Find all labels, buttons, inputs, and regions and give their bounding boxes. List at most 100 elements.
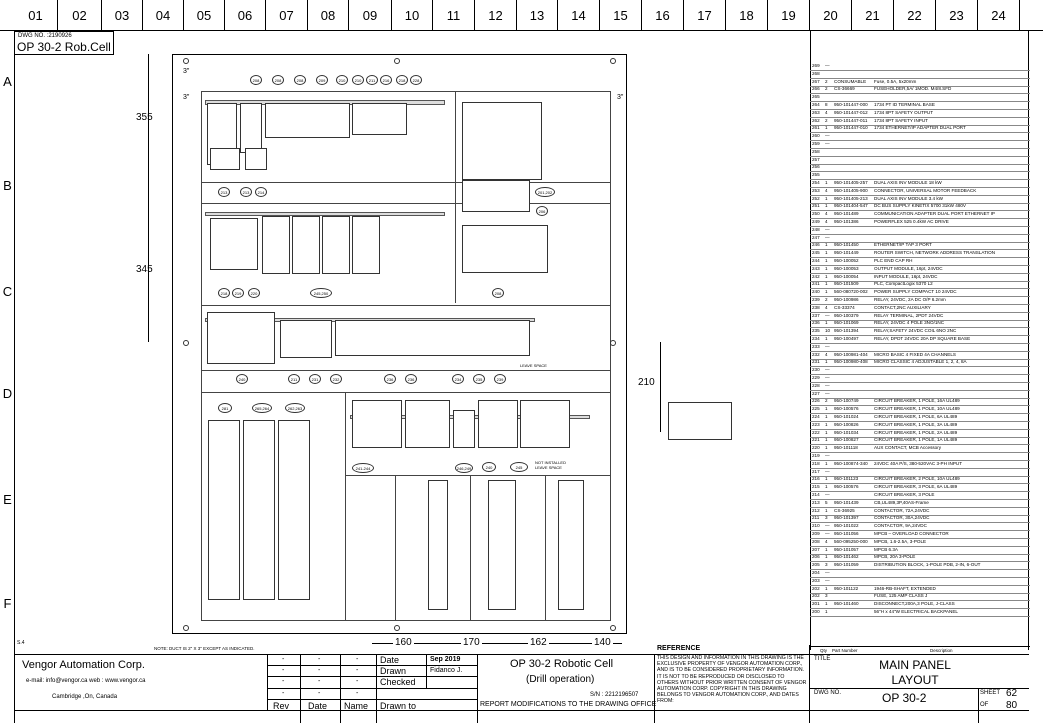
parts-qty: 1 bbox=[825, 125, 828, 131]
callout-bubble: 265,264 bbox=[252, 403, 272, 413]
callout-bubble: 220 bbox=[248, 288, 260, 298]
duct-v3 bbox=[545, 475, 546, 620]
parts-qty: 1 bbox=[825, 195, 828, 201]
title-line1: MAIN PANEL bbox=[879, 658, 951, 672]
parts-qty: 4 bbox=[825, 109, 828, 115]
parts-qty: 1 bbox=[825, 250, 828, 256]
column-label: 22 bbox=[894, 0, 936, 30]
parts-qty: — bbox=[825, 570, 830, 575]
parts-description: MICRO BASIC 4 FIXED 4A CHANNELS bbox=[874, 351, 956, 357]
parts-part-number: 950-101460 bbox=[834, 601, 859, 607]
parts-row: 268 bbox=[810, 70, 1030, 79]
parts-description: 56"H x 44"W ELECTRICAL BACKPANEL bbox=[874, 609, 958, 614]
parts-part-number: 950-100576 bbox=[834, 484, 859, 490]
callout-bubble: 246,249 bbox=[455, 463, 473, 473]
parts-qty: — bbox=[825, 453, 830, 458]
parts-item-number: 247 bbox=[812, 234, 820, 240]
project-title: OP 30-2 Robotic Cell bbox=[510, 658, 614, 670]
parts-item-number: 243 bbox=[812, 265, 820, 271]
column-label: 02 bbox=[58, 0, 102, 30]
parts-part-number: 950-100576 bbox=[834, 406, 859, 412]
note-3in-tr: 3" bbox=[617, 94, 624, 101]
parts-row: 259— bbox=[810, 140, 1030, 149]
duct-v1 bbox=[395, 475, 396, 620]
dwg-no-value: OP 30-2 bbox=[882, 691, 927, 705]
parts-header-qty: Qty bbox=[820, 648, 828, 653]
checked-label: Checked bbox=[380, 677, 416, 687]
parts-description: CIRCUIT BREAKER, 1 POLE, 6A UL489 bbox=[874, 414, 958, 419]
parts-item-number: 250 bbox=[812, 211, 820, 217]
parts-item-number: 203 bbox=[812, 577, 820, 583]
of-value: 80 bbox=[1006, 700, 1018, 711]
parts-part-number: CS-36925 bbox=[834, 507, 855, 513]
column-label: 13 bbox=[517, 0, 558, 30]
parts-part-number: 950-101069 bbox=[834, 320, 859, 326]
parts-description: PLC, CompactLogix 5370 L2 bbox=[874, 281, 933, 287]
dim-160: 160 bbox=[393, 637, 414, 648]
terminal-block-3 bbox=[558, 480, 584, 610]
parts-row: 217— bbox=[810, 468, 1030, 477]
parts-qty: 1 bbox=[825, 406, 828, 412]
parts-description: 1734 8PT SAFETY OUTPUT bbox=[874, 109, 934, 115]
column-label: 05 bbox=[184, 0, 225, 30]
parts-part-number: 950-101386 bbox=[834, 219, 859, 224]
parts-qty: 1 bbox=[825, 203, 828, 209]
page-ref: S.4 bbox=[17, 640, 25, 646]
parts-description: 1734 8PT SAFETY INPUT bbox=[874, 117, 928, 123]
powerflex-drive-1 bbox=[262, 216, 290, 274]
router-switch bbox=[478, 400, 518, 448]
parts-part-number: 950-100874-340 bbox=[834, 460, 868, 466]
rev-dash: - bbox=[282, 678, 285, 685]
parts-qty: — bbox=[825, 133, 830, 139]
parts-qty: 3 bbox=[825, 515, 828, 521]
parts-part-number: 950-101405-900 bbox=[834, 187, 868, 193]
parts-part-number: 950-100497 bbox=[834, 336, 859, 341]
parts-qty: — bbox=[825, 531, 830, 536]
parts-item-number: 254 bbox=[812, 180, 820, 185]
parts-description: MICRO CLASSIC 4 ADJUSTABLE 1, 2, 4, 8A bbox=[874, 359, 967, 365]
reference-block: REFERENCE THIS DESIGN AND INFORMATION IN… bbox=[655, 645, 810, 723]
column-label: 17 bbox=[684, 0, 726, 30]
parts-part-number: 950-101118 bbox=[834, 445, 858, 451]
callout-bubble: 208 bbox=[492, 288, 504, 298]
parts-description: FUSE, 125 AMP CLASS J bbox=[874, 593, 928, 599]
terminal-block-1 bbox=[428, 480, 448, 610]
rev-dash: - bbox=[356, 678, 359, 685]
callout-bubble: 210 bbox=[352, 75, 364, 85]
parts-qty: 2 bbox=[825, 297, 828, 302]
parts-description: 1734 ETHERNET/IP ADAPTER DUAL PORT bbox=[874, 125, 966, 131]
parts-part-number: 950-100980-408 bbox=[834, 359, 868, 365]
mounting-hole bbox=[610, 58, 616, 64]
duct-bottom bbox=[201, 620, 611, 621]
column-label: 06 bbox=[225, 0, 266, 30]
rev-dash: - bbox=[282, 656, 285, 663]
parts-item-number: 215 bbox=[812, 484, 820, 490]
duct-top bbox=[201, 91, 611, 92]
parts-part-number: 950-101405-257 bbox=[834, 180, 868, 185]
parts-part-number: 950-101056 bbox=[834, 531, 859, 536]
parts-qty: — bbox=[825, 141, 830, 146]
callout-bubble: 245 bbox=[510, 462, 528, 472]
servo-drive-2 bbox=[278, 420, 310, 600]
frame-parts-left bbox=[810, 30, 811, 650]
parts-item-number: 242 bbox=[812, 273, 820, 279]
parts-description: CONTACTOR, 9A,24VDC bbox=[874, 523, 927, 529]
parts-item-number: 221 bbox=[812, 437, 820, 443]
parts-item-number: 212 bbox=[812, 507, 820, 513]
parts-qty: 3 bbox=[825, 593, 828, 599]
rev-dash: - bbox=[318, 667, 321, 674]
callout-bubble: 218 bbox=[218, 288, 230, 298]
parts-item-number: 251 bbox=[812, 203, 820, 209]
parts-part-number: 950-100981-404 bbox=[834, 351, 868, 357]
parts-qty: 1 bbox=[825, 484, 828, 490]
